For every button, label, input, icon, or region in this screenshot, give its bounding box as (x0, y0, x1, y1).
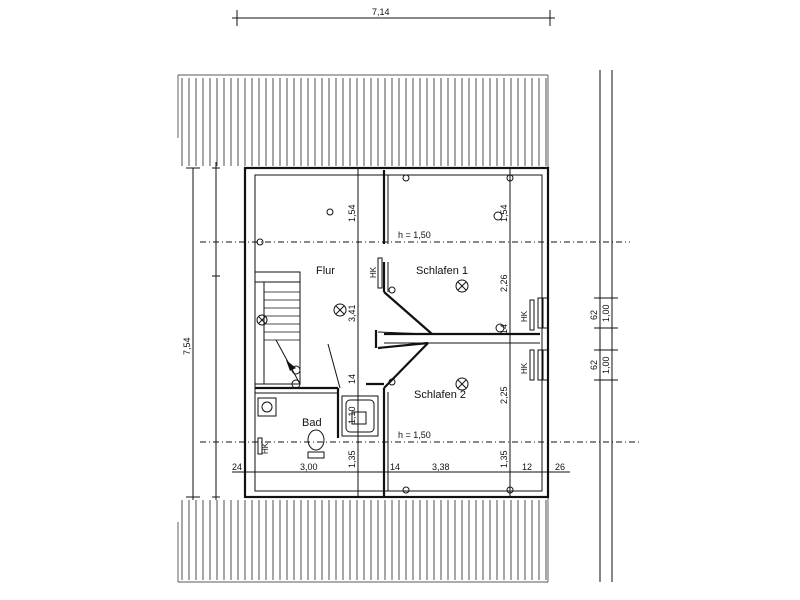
sink (257, 397, 277, 417)
dim-bath-bottom-right: 1,35 (499, 450, 509, 468)
dim-flur-length: 3,41 (347, 304, 357, 322)
height-lines (200, 241, 640, 443)
dimension-labels: 7,14 7,54 1,54 1,54 3,41 2,26 2,25 14 14… (182, 7, 611, 472)
ceiling-light-flur (333, 303, 347, 317)
dim-wall-12: 12 (522, 462, 532, 472)
heater-bad (257, 437, 263, 455)
heater-labels: HK HK HK HK (261, 266, 529, 454)
heater-label-bad: HK (261, 442, 270, 454)
heater-flur (377, 257, 383, 289)
dim-wall-26: 26 (555, 462, 565, 472)
dim-window-62-bottom: 62 (589, 360, 599, 370)
roof-outline (177, 74, 549, 583)
heater-label-schlafen1: HK (520, 310, 529, 322)
room-label-bad: Bad (302, 417, 322, 429)
bathtub (341, 395, 379, 437)
height-label-bottom: h = 1,50 (398, 430, 431, 440)
ceiling-light-schlafen1 (455, 279, 469, 293)
dim-width-14: 14 (390, 462, 400, 472)
heater-schlafen2 (529, 349, 535, 381)
roof-hatching-top (181, 78, 547, 166)
dim-schlafen1-depth-top: 1,54 (499, 204, 509, 222)
height-label-top: h = 1,50 (398, 230, 431, 240)
room-labels: Flur Schlafen 1 Schlafen 2 Bad (302, 265, 468, 429)
heater-label-flur: HK (369, 266, 378, 278)
wall-light-stairs (256, 314, 268, 326)
room-label-schlafen1: Schlafen 1 (416, 265, 468, 277)
dim-wall-24: 24 (232, 462, 242, 472)
interior-walls (255, 170, 540, 497)
dim-schlafen1-length: 2,26 (499, 274, 509, 292)
dim-overall-width: 7,14 (372, 7, 390, 17)
room-label-flur: Flur (316, 265, 335, 277)
dim-partition-mid: 14 (499, 324, 509, 334)
dim-bath-top: 1,10 (347, 406, 357, 424)
heater-label-schlafen2: HK (520, 362, 529, 374)
room-label-schlafen2: Schlafen 2 (414, 389, 466, 401)
windows-right (537, 297, 549, 381)
dim-overall-depth: 7,54 (182, 337, 192, 355)
dim-bath-bottom-left: 1,35 (347, 450, 357, 468)
dim-width-300: 3,00 (300, 462, 318, 472)
dimension-lines (186, 10, 618, 582)
dim-window-62-top: 62 (589, 310, 599, 320)
dim-flur-depth-top: 1,54 (347, 204, 357, 222)
wc (307, 429, 325, 459)
height-labels: h = 1,50 h = 1,50 (398, 230, 431, 440)
dim-width-338: 3,38 (432, 462, 450, 472)
staircase (254, 271, 301, 385)
dim-window-100-top: 1,00 (601, 304, 611, 322)
dim-partition-upper: 14 (347, 374, 357, 384)
ceiling-light-schlafen2 (455, 377, 469, 391)
dim-window-100-bottom: 1,00 (601, 356, 611, 374)
dim-schlafen2-length: 2,25 (499, 386, 509, 404)
roof-hatching-bottom (181, 500, 547, 580)
outlet-symbols (256, 174, 514, 494)
heater-schlafen1 (529, 299, 535, 331)
